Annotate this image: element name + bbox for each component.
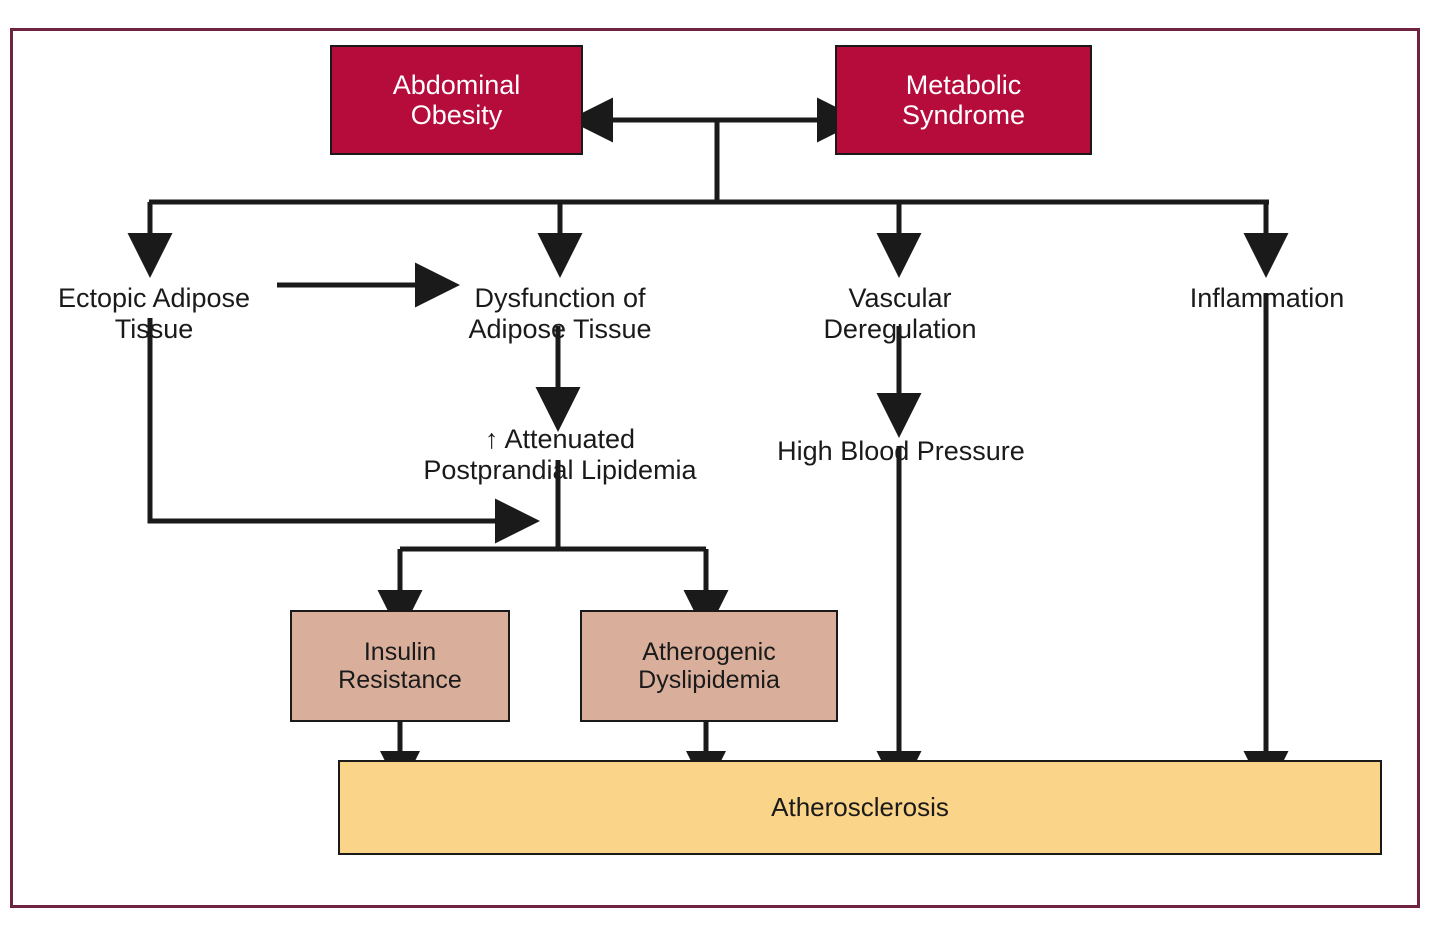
edge-lipidemia-to-split-bar bbox=[400, 460, 706, 552]
edge-trunk-to-distribution-bar bbox=[149, 120, 1269, 205]
node-inflammation-label: Inflammation bbox=[1189, 282, 1345, 313]
node-atherogenic-dyslipidemia-label: Atherogenic Dyslipidemia bbox=[638, 638, 780, 694]
node-atherosclerosis-label: Atherosclerosis bbox=[771, 791, 949, 822]
figure-border bbox=[10, 28, 1420, 908]
node-attenuated-postprandial-lipidemia-label: ↑ Attenuated Postprandial Lipidemia bbox=[423, 423, 697, 485]
edge-ectopic-to-split-junction bbox=[147, 318, 540, 544]
node-insulin-resistance-label: Insulin Resistance bbox=[338, 638, 462, 694]
node-metabolic-syndrome-label: Metabolic Syndrome bbox=[901, 69, 1026, 130]
node-dysfunction-adipose-tissue: Dysfunction of Adipose Tissue bbox=[436, 252, 684, 344]
node-abdominal-obesity-label: Abdominal Obesity bbox=[392, 69, 521, 130]
node-dysfunction-adipose-tissue-label: Dysfunction of Adipose Tissue bbox=[468, 282, 652, 344]
node-atherosclerosis[interactable]: Atherosclerosis bbox=[338, 760, 1382, 855]
node-metabolic-syndrome[interactable]: Metabolic Syndrome bbox=[835, 45, 1092, 155]
node-insulin-resistance[interactable]: Insulin Resistance bbox=[290, 610, 510, 722]
node-inflammation: Inflammation bbox=[1150, 252, 1384, 314]
node-high-blood-pressure-label: High Blood Pressure bbox=[777, 435, 1025, 466]
node-ectopic-adipose-tissue-label: Ectopic Adipose Tissue bbox=[57, 282, 251, 344]
node-vascular-deregulation: Vascular Deregulation bbox=[780, 252, 1020, 344]
node-attenuated-postprandial-lipidemia: ↑ Attenuated Postprandial Lipidemia bbox=[400, 393, 720, 485]
node-vascular-deregulation-label: Vascular Deregulation bbox=[823, 282, 977, 344]
node-abdominal-obesity[interactable]: Abdominal Obesity bbox=[330, 45, 583, 155]
node-atherogenic-dyslipidemia[interactable]: Atherogenic Dyslipidemia bbox=[580, 610, 838, 722]
node-high-blood-pressure: High Blood Pressure bbox=[756, 405, 1046, 467]
node-ectopic-adipose-tissue: Ectopic Adipose Tissue bbox=[30, 252, 278, 344]
